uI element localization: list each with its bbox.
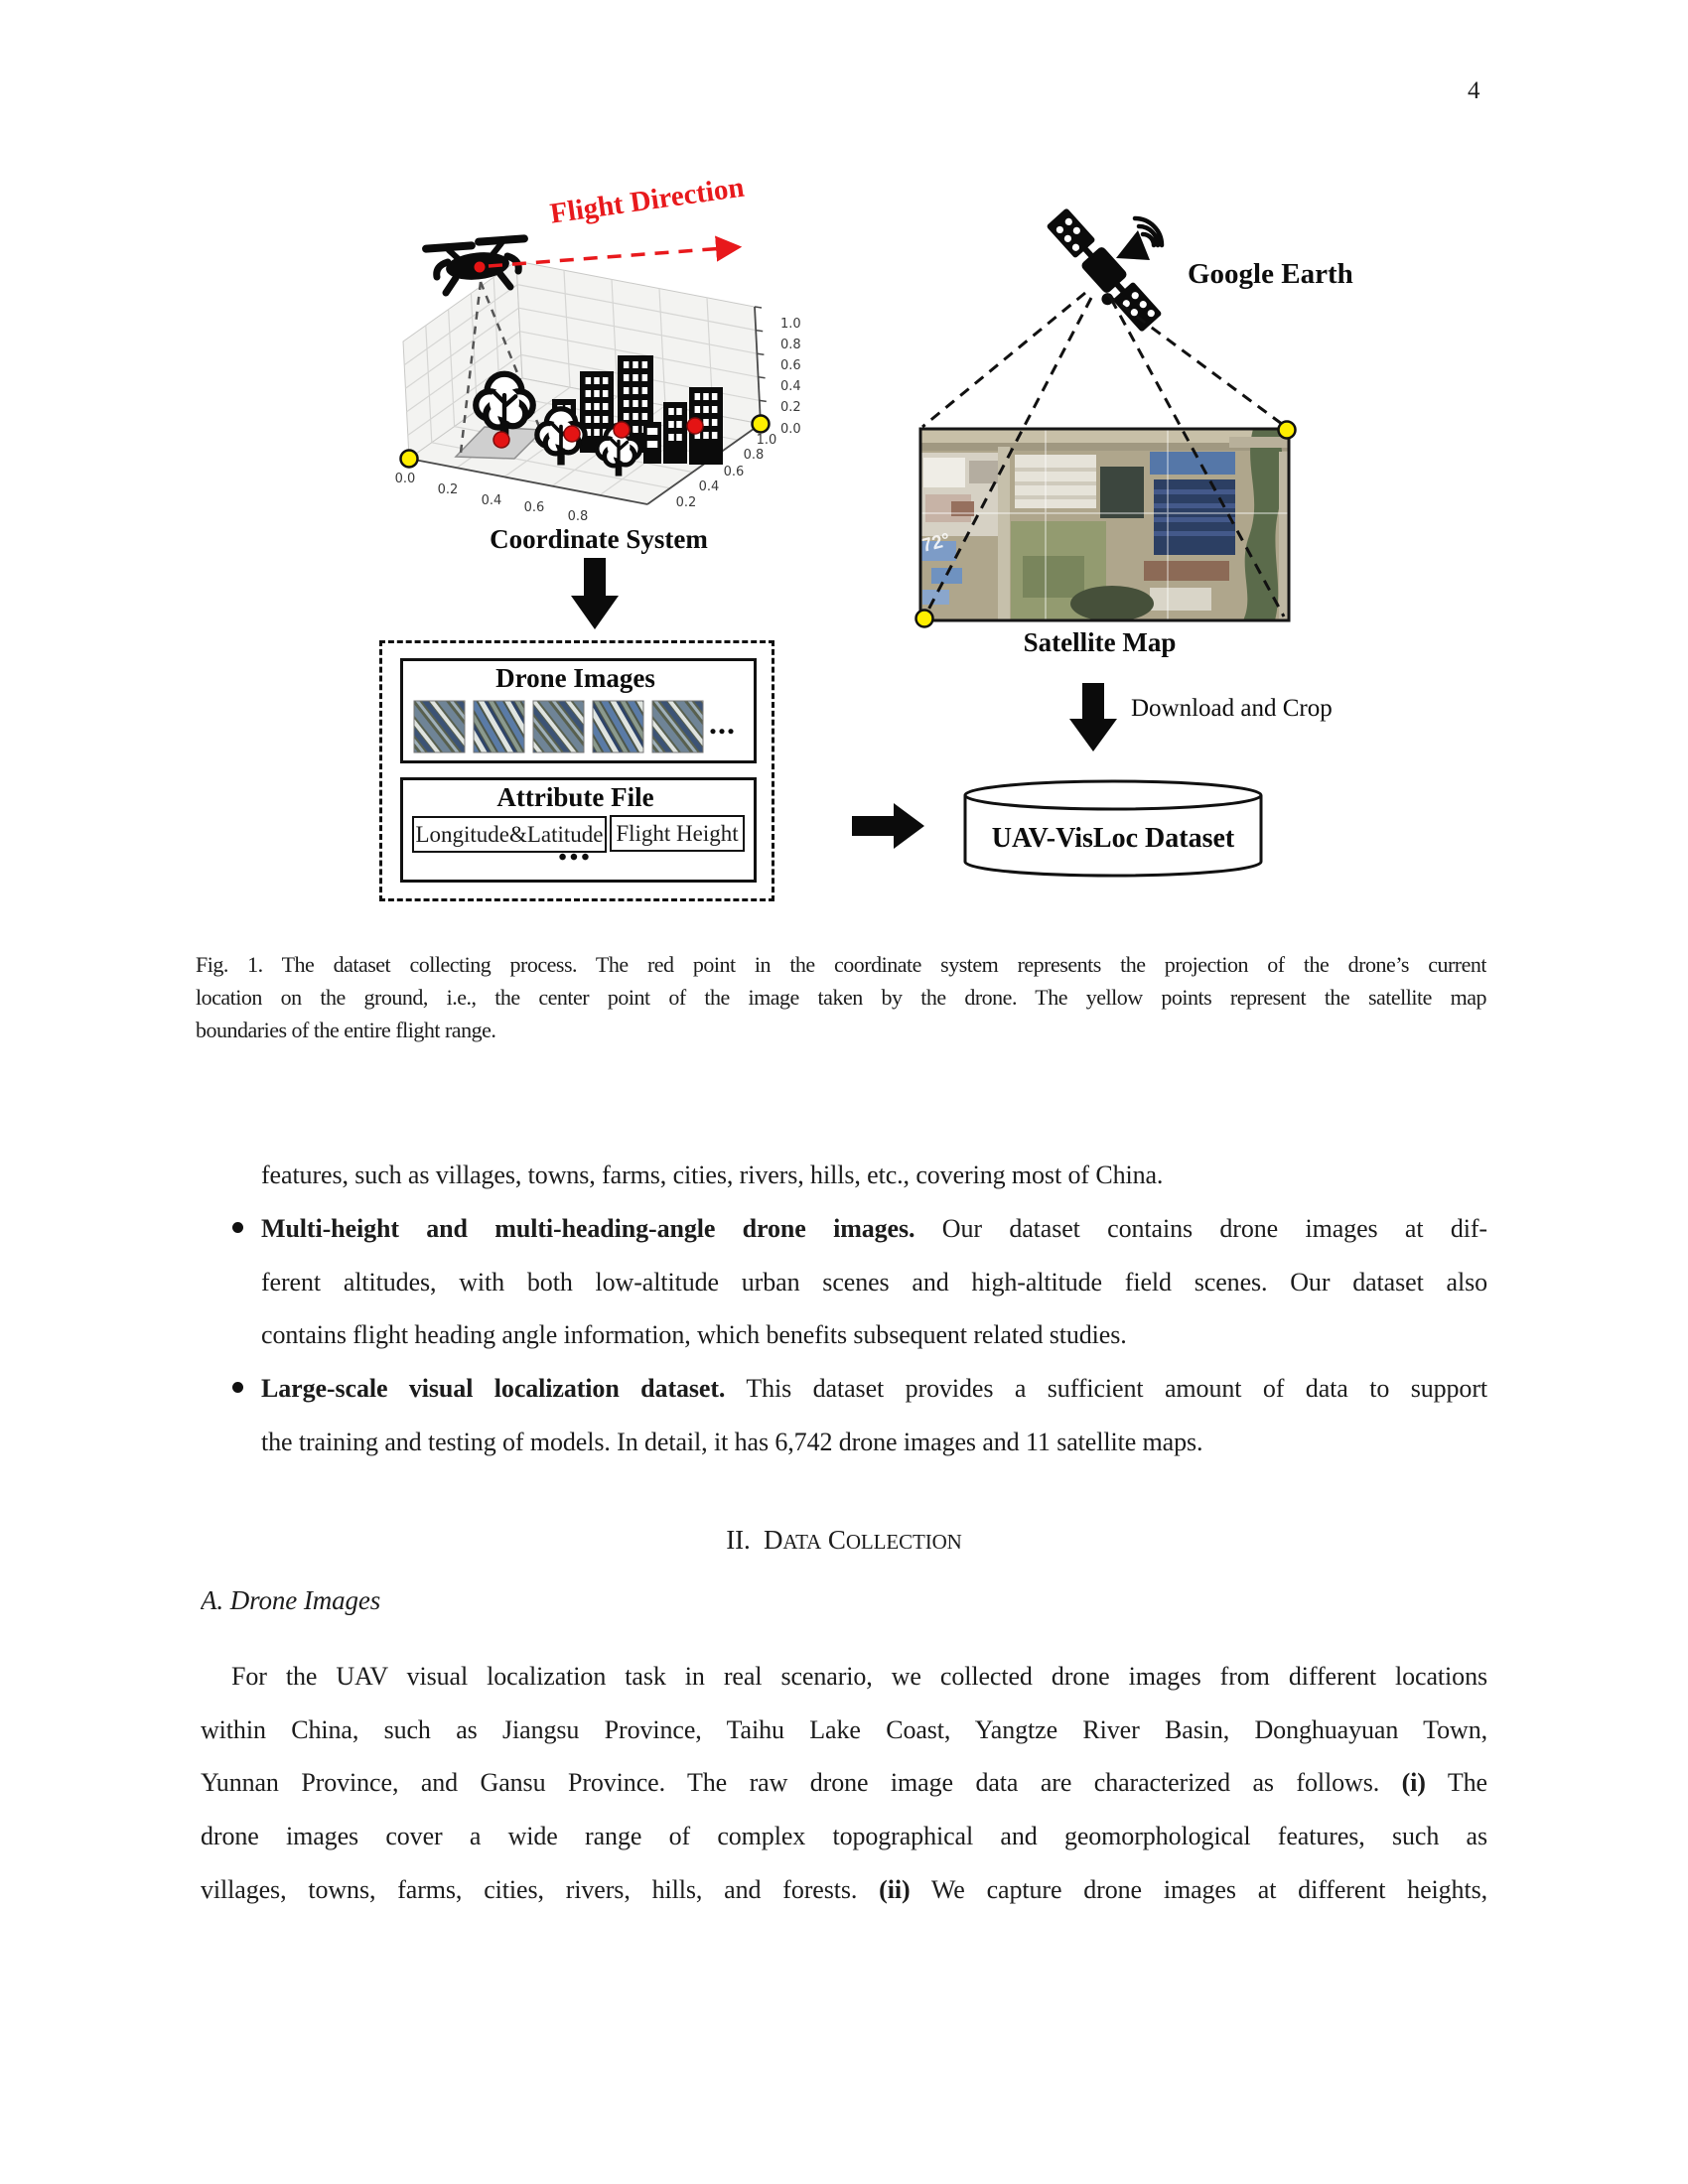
bullet-marker xyxy=(232,1382,243,1393)
paragraph-line: Yunnan Province, and Gansu Province. The… xyxy=(201,1764,1487,1806)
caption-line: boundaries of the entire flight range. xyxy=(196,1018,496,1042)
satellite-view-lines xyxy=(921,291,1287,617)
drone-thumbnails xyxy=(413,700,704,753)
bullet-line: ferent altitudes, with both low-altitude… xyxy=(261,1268,1487,1297)
bullet-bold-lead: Large-scale visual localization dataset. xyxy=(261,1374,726,1403)
z-axis-tick-label: 1.0 xyxy=(780,317,801,332)
x-axis-tick-label: 0.0 xyxy=(395,472,416,486)
bullet-line: the training and testing of models. In d… xyxy=(261,1428,1203,1456)
dataset-name-label: UAV-VisLoc Dataset xyxy=(991,823,1235,854)
paragraph-text: Yunnan Province, and Gansu Province. The… xyxy=(201,1768,1402,1797)
attribute-file-title: Attribute File xyxy=(496,782,654,812)
section-heading: II. DATA COLLECTION xyxy=(201,1522,1487,1564)
drone-icon xyxy=(422,234,528,297)
right-arrow-dataset xyxy=(852,803,924,849)
x-axis-tick-label: 0.8 xyxy=(568,509,589,524)
y-axis-tick-label: 0.2 xyxy=(676,495,697,510)
x-axis-tick-label: 0.4 xyxy=(482,493,502,508)
y-axis-tick-label: 1.0 xyxy=(757,433,777,448)
paragraph-bold: (ii) xyxy=(879,1875,911,1904)
longitude-latitude-field: Longitude&Latitude xyxy=(412,816,607,853)
y-axis-tick-label: 0.6 xyxy=(724,465,745,479)
z-axis-tick-label: 0.6 xyxy=(780,358,801,373)
bullet-line: contains flight heading angle informatio… xyxy=(261,1320,1127,1349)
satellite-map-image: 72° xyxy=(918,427,1291,622)
section-title-cap: D xyxy=(763,1525,783,1555)
subsection-heading: A. Drone Images xyxy=(201,1585,381,1615)
flight-direction-arrow xyxy=(488,235,743,268)
down-arrow-download xyxy=(1069,683,1117,751)
satellite-map-label: Satellite Map xyxy=(1023,627,1177,657)
x-axis-tick-label: 0.2 xyxy=(438,482,459,497)
paragraph-line: For the UAV visual localization task in … xyxy=(231,1662,1487,1691)
section-title-sc: OLLECTION xyxy=(845,1530,962,1554)
bullet-marker xyxy=(232,1222,243,1233)
bullet-text: This dataset provides a sufficient amoun… xyxy=(725,1374,1487,1403)
map-boundary-points xyxy=(914,420,1297,628)
z-axis-tick-label: 0.4 xyxy=(780,379,801,394)
z-axis-tick-label: 0.8 xyxy=(780,338,801,352)
dataset-cylinder xyxy=(963,779,1263,878)
longitude-latitude-label: Longitude&Latitude xyxy=(415,821,604,847)
paragraph-bold: (i) xyxy=(1401,1768,1426,1797)
attribute-file-ellipsis: ••• xyxy=(558,845,593,871)
section-title-sc: ATA xyxy=(782,1530,822,1554)
z-axis-tick-label: 0.2 xyxy=(780,400,801,415)
yellow-boundary-points xyxy=(399,414,771,469)
bullet-text: Our dataset contains drone images at dif… xyxy=(914,1214,1487,1243)
coordinate-system-label: Coordinate System xyxy=(490,524,708,554)
section-number: II. xyxy=(726,1525,751,1555)
bullet-line: Multi-height and multi-heading-angle dro… xyxy=(261,1210,1487,1252)
paragraph-line: within China, such as Jiangsu Province, … xyxy=(201,1715,1487,1744)
download-and-crop-label: Download and Crop xyxy=(1131,695,1333,722)
flight-height-label: Flight Height xyxy=(616,820,739,846)
google-earth-label: Google Earth xyxy=(1188,258,1353,290)
paragraph-text: We capture drone images at different hei… xyxy=(910,1875,1487,1904)
bullet-bold-lead: Multi-height and multi-heading-angle dro… xyxy=(261,1214,915,1243)
caption-line: Fig. 1. The dataset collecting process. … xyxy=(196,952,1486,977)
satellite-icon xyxy=(1047,208,1165,332)
drone-images-ellipsis: ... xyxy=(709,705,736,741)
paragraph-text: The xyxy=(1425,1768,1487,1797)
caption-line: location on the ground, i.e., the center… xyxy=(196,985,1486,1010)
paragraph-line: villages, towns, farms, cities, rivers, … xyxy=(201,1871,1487,1913)
z-axis-tick-label: 0.0 xyxy=(780,422,801,437)
y-axis-tick-label: 0.4 xyxy=(699,479,720,494)
drone-images-title: Drone Images xyxy=(495,663,655,693)
paragraph-text: villages, towns, farms, cities, rivers, … xyxy=(201,1875,880,1904)
paragraph-line: drone images cover a wide range of compl… xyxy=(201,1822,1487,1850)
section-title-cap: C xyxy=(827,1525,846,1555)
bullet-line: Large-scale visual localization dataset.… xyxy=(261,1370,1487,1412)
buildings-icon xyxy=(552,355,723,465)
bullet-continuation-line: features, such as villages, towns, farms… xyxy=(261,1160,1164,1189)
red-points xyxy=(492,417,704,449)
y-axis-tick-label: 0.8 xyxy=(744,448,765,463)
down-arrow-coordinate xyxy=(571,558,619,629)
projection-lines xyxy=(459,281,541,454)
page-number: 4 xyxy=(1468,77,1480,104)
dataset-dashed-box xyxy=(379,640,774,901)
flight-height-field: Flight Height xyxy=(610,815,745,852)
x-axis-tick-label: 0.6 xyxy=(524,500,545,515)
